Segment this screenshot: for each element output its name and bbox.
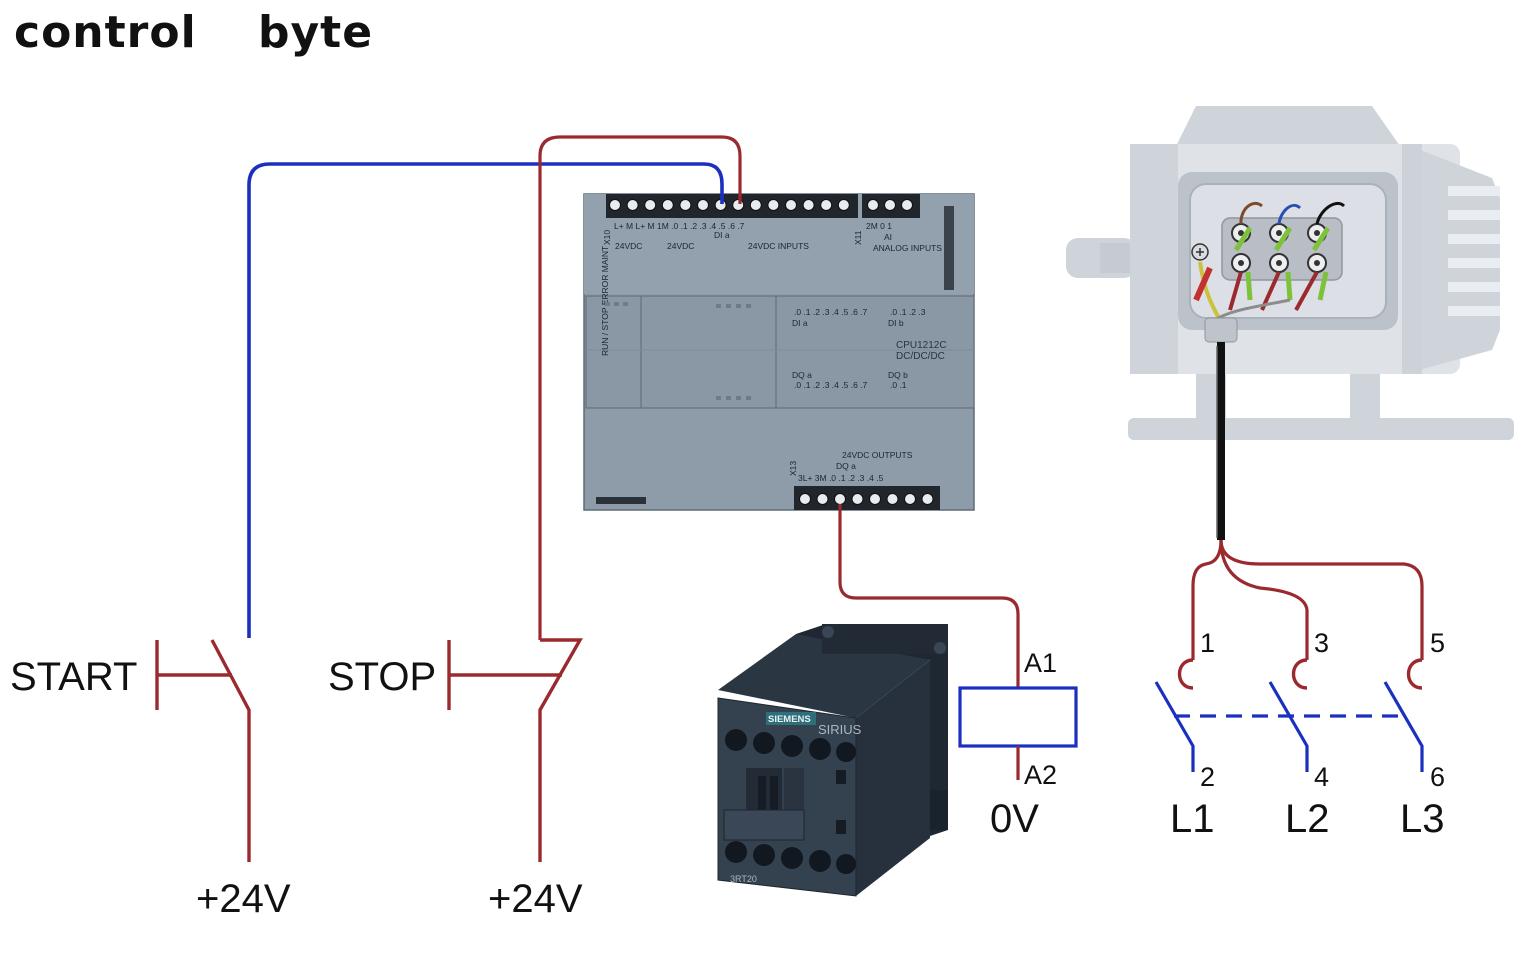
contact-5-label: 5 (1430, 628, 1445, 658)
plc-input-terminal (679, 199, 692, 211)
plc-outputs-title: 24VDC OUTPUTS (842, 450, 913, 460)
input-terminal-strip (606, 194, 858, 218)
plc-input-terminal (644, 199, 657, 211)
phase-l3-label: L3 (1400, 797, 1445, 841)
plc-output-terminal (869, 493, 881, 505)
plc-model-type: DC/DC/DC (896, 351, 945, 362)
contactor-brand-plate (766, 712, 816, 725)
wire-stop-to-plc (538, 135, 742, 640)
plc-power-label-2: 24VDC (667, 241, 694, 251)
motor (1066, 106, 1514, 440)
plc-input-terminal (609, 199, 621, 211)
motor-lifting-lug (1176, 106, 1400, 146)
plc-di-row-b: .0 .1 .2 .3 (890, 307, 926, 317)
contactor-brand: SIEMENS (768, 714, 811, 725)
contact-2-label: 2 (1200, 762, 1215, 792)
contactor-series: SIRIUS (818, 722, 862, 737)
plc-input-terminal (767, 199, 780, 211)
coil-symbol (958, 686, 1078, 748)
plc-input-terminal (802, 199, 815, 211)
siemens-contactor: SIEMENS SIRIUS 3RT20 (717, 624, 948, 897)
wire-start-to-plc (247, 162, 724, 638)
plc-dia-label: DI a (714, 230, 730, 240)
zero-volt-label: 0V (990, 797, 1039, 841)
plc-input-terminal (837, 199, 850, 211)
logo-text-right: byte (258, 7, 373, 58)
motor-phase-wires (1191, 539, 1424, 660)
plc-memory-slot (596, 497, 646, 504)
start-label: START (10, 655, 137, 699)
plc-output-terminal (799, 493, 811, 505)
motor-base (1128, 418, 1514, 440)
plc-output-terminal (904, 493, 916, 505)
plc-analog-terminal (901, 199, 913, 211)
plc-di-row-a: .0 .1 .2 .3 .4 .5 .6 .7 (794, 307, 868, 317)
plc-inputs-title: 24VDC INPUTS (748, 241, 809, 251)
plc-dqa-small: DQ a (792, 370, 812, 380)
control-byte-logo: control byte (14, 7, 373, 58)
cable-gland (1204, 317, 1238, 343)
stop-supply-label: +24V (488, 877, 583, 921)
plc-dqa-label: DQ a (836, 461, 856, 471)
contact-4-label: 4 (1314, 762, 1329, 792)
plc-dqb-small: DQ b (888, 370, 908, 380)
plc-analog-terminal (884, 199, 896, 211)
plc-input-terminal (820, 199, 833, 211)
plc-ai-label: AI (884, 232, 892, 242)
plc-slot (944, 206, 954, 290)
stop-label: STOP (328, 655, 436, 699)
phase-l2-label: L2 (1285, 797, 1330, 841)
wire-plc-to-a1 (838, 504, 1020, 688)
plc-input-terminal (661, 199, 674, 211)
stop-pushbutton: STOP +24V (328, 638, 583, 921)
plc-x11-label: X11 (853, 230, 863, 245)
plc-input-terminal (732, 199, 745, 211)
logo-text-left: control (14, 7, 197, 58)
motor-winding-leads (1193, 201, 1346, 322)
contact-3-label: 3 (1314, 628, 1329, 658)
output-terminal-strip (794, 486, 940, 510)
plc-output-terminal (921, 493, 934, 505)
plc-x13-label: X13 (788, 461, 798, 476)
plc-model-label: CPU1212C (896, 340, 947, 351)
coil-a1-label: A1 (1024, 648, 1057, 678)
plc-led-dots (605, 302, 751, 400)
contactor-model: 3RT20 (730, 874, 757, 884)
plc-cpu1212c: X10 X11 X13 L+ M L+ M 1M .0 .1 .2 .3 .4 … (583, 193, 975, 511)
contact-6-label: 6 (1430, 762, 1445, 792)
plc-analog-title: ANALOG INPUTS (873, 243, 942, 253)
plc-output-terminal (834, 493, 846, 505)
plc-output-terminal (886, 493, 899, 505)
coil-a2-label: A2 (1024, 760, 1057, 790)
plc-output-terminal-labels: 3L+ 3M .0 .1 .2 .3 .4 .5 (798, 473, 884, 483)
plc-status-leds-label: RUN / STOP ERROR MAINT (600, 246, 610, 356)
plc-dq-row-b: .0 .1 (890, 380, 907, 390)
start-supply-label: +24V (196, 877, 291, 921)
plc-input-terminal (785, 199, 797, 211)
plc-ai-terminal-labels: 2M 0 1 (866, 221, 892, 231)
start-pushbutton: START +24V (10, 639, 291, 921)
plc-output-terminal (851, 493, 864, 505)
plc-dq-row-a: .0 .1 .2 .3 .4 .5 .6 .7 (794, 380, 868, 390)
contactor-coil: A1 A2 0V (958, 648, 1078, 841)
plc-input-terminal (626, 199, 639, 211)
plc-x10-label: X10 (602, 230, 612, 245)
plc-input-terminal-labels: L+ M L+ M 1M .0 .1 .2 .3 .4 .5 .6 .7 (614, 221, 745, 231)
plc-dib-small: DI b (888, 318, 904, 328)
plc-analog-terminal (867, 199, 879, 211)
plc-dia-small: DI a (792, 318, 808, 328)
plc-output-terminal (816, 493, 829, 505)
plc-power-label-1: 24VDC (615, 241, 642, 251)
plc-input-terminal (697, 199, 709, 211)
phase-l1-label: L1 (1170, 797, 1215, 841)
main-contacts: 1 3 5 2 4 6 L1 L2 L3 (1154, 628, 1445, 841)
plc-input-terminal (749, 199, 762, 211)
contact-1-label: 1 (1200, 628, 1215, 658)
